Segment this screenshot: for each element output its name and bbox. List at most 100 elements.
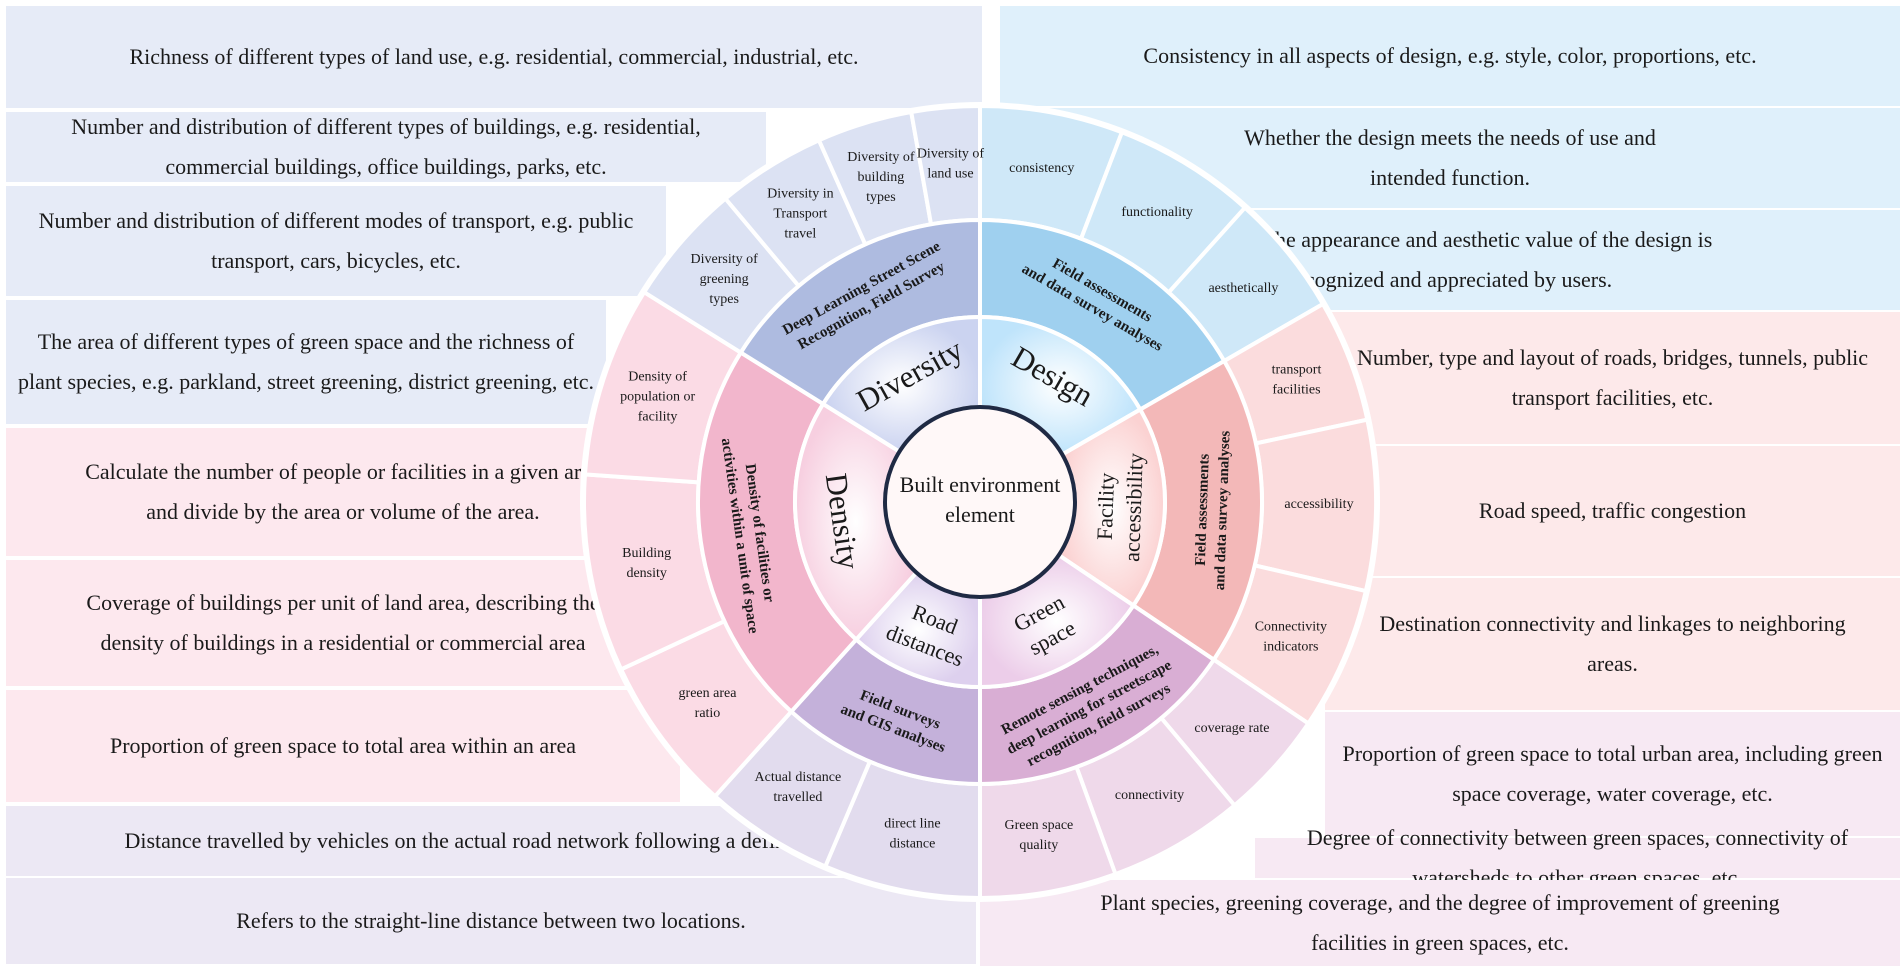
category-label-line: accessibility xyxy=(1119,453,1148,563)
indicator-label-line: distance xyxy=(889,836,935,851)
indicator-description-panel: Number and distribution of different mod… xyxy=(6,186,666,296)
indicator-label-line: types xyxy=(866,190,896,205)
indicator-description-panel: Coverage of buildings per unit of land a… xyxy=(6,560,680,686)
indicator-label-line: Building xyxy=(622,546,671,561)
description-line: Whether the design meets the needs of us… xyxy=(1244,125,1656,150)
indicator-label-line: Transport xyxy=(773,207,827,222)
indicator-label-line: aesthetically xyxy=(1208,281,1278,296)
indicator-label: accessibility xyxy=(1284,497,1353,512)
description-line: Road speed, traffic congestion xyxy=(1478,498,1747,523)
indicator-description-panel: Number, type and layout of roads, bridge… xyxy=(1325,312,1900,444)
indicator-description: Richness of different types of land use,… xyxy=(129,37,858,77)
description-line: Richness of different types of land use,… xyxy=(129,44,859,69)
description-line: recognized and appreciated by users. xyxy=(1287,267,1613,292)
indicator-label: Connectivity indicators xyxy=(1255,619,1327,654)
indicator-label-line: ratio xyxy=(695,706,721,721)
center-circle xyxy=(883,405,1077,599)
indicator-label-line: Green space xyxy=(1004,818,1073,833)
indicator-label-line: Actual distance xyxy=(755,770,842,785)
indicator-description-panel: Destination connectivity and linkages to… xyxy=(1325,578,1900,710)
description-line: Number, type and layout of roads, bridge… xyxy=(1356,345,1869,370)
indicator-label-line: travelled xyxy=(773,790,822,805)
indicator-label: aesthetically xyxy=(1208,281,1278,296)
indicator-label: Building density xyxy=(622,546,671,581)
indicator-description-panel: Plant species, greening coverage, and th… xyxy=(980,880,1900,966)
indicator-label-line: green area xyxy=(679,686,738,701)
indicator-description: Calculate the number of people or facili… xyxy=(85,452,601,532)
category-label-line: Facility xyxy=(1092,472,1119,540)
description-line: Consistency in all aspects of design, e.… xyxy=(1143,43,1757,68)
center-label-line: Built environment xyxy=(900,472,1061,497)
indicator-description: Number and distribution of different typ… xyxy=(71,107,701,187)
description-line: facilities in green spaces, etc. xyxy=(1311,930,1569,955)
description-line: Degree of connectivity between green spa… xyxy=(1306,825,1849,850)
indicator-label-line: density xyxy=(626,566,666,581)
indicator-description: Destination connectivity and linkages to… xyxy=(1379,604,1845,684)
description-line: Calculate the number of people or facili… xyxy=(85,459,601,484)
indicator-label-line: Diversity of xyxy=(691,252,759,267)
description-line: Proportion of green space to total urban… xyxy=(1342,741,1883,766)
indicator-label-line: Diversity of xyxy=(847,150,915,165)
indicator-label-line: connectivity xyxy=(1115,788,1184,803)
indicator-label: coverage rate xyxy=(1194,721,1269,736)
indicator-label: consistency xyxy=(1009,161,1074,176)
indicator-label-line: Connectivity xyxy=(1255,619,1327,634)
indicator-label-line: types xyxy=(709,292,739,307)
indicator-label-line: greening xyxy=(700,272,749,287)
center-label-line: element xyxy=(945,502,1015,527)
indicator-label-line: functionality xyxy=(1121,205,1193,220)
description-line: Refers to the straight-line distance bet… xyxy=(236,908,746,933)
indicator-label: Green space quality xyxy=(1004,818,1073,853)
indicator-label: green area ratio xyxy=(679,686,738,721)
description-line: transport facilities, etc. xyxy=(1511,385,1714,410)
indicator-label: connectivity xyxy=(1115,788,1184,803)
indicator-description: Consistency in all aspects of design, e.… xyxy=(1143,36,1756,76)
indicator-label: Diversity of land use xyxy=(917,147,985,182)
indicator-description: Proportion of green space to total urban… xyxy=(1342,734,1882,814)
indicator-description: Whether the design meets the needs of us… xyxy=(1244,118,1656,198)
indicator-label: Diversity of building types xyxy=(847,150,915,205)
indicator-label-line: Density of xyxy=(628,369,687,384)
description-line: space coverage, water coverage, etc. xyxy=(1452,781,1773,806)
indicator-label-line: building xyxy=(858,170,905,185)
description-line: commercial buildings, office buildings, … xyxy=(165,154,607,179)
indicator-description-panel: Refers to the straight-line distance bet… xyxy=(6,878,976,964)
indicator-label-line: quality xyxy=(1019,838,1058,853)
description-line: transport, cars, bicycles, etc. xyxy=(211,248,461,273)
indicator-label-line: indicators xyxy=(1263,639,1318,654)
indicator-label-line: accessibility xyxy=(1284,497,1353,512)
description-line: Proportion of green space to total area … xyxy=(109,733,577,758)
indicator-description-panel: Proportion of green space to total urban… xyxy=(1325,712,1900,836)
indicator-description: Number and distribution of different mod… xyxy=(39,201,634,281)
indicator-label-line: facilities xyxy=(1272,383,1320,398)
indicator-label-line: Diversity of xyxy=(917,147,985,162)
indicator-description: Refers to the straight-line distance bet… xyxy=(236,901,746,941)
indicator-description: Coverage of buildings per unit of land a… xyxy=(86,583,599,663)
description-line: The area of different types of green spa… xyxy=(37,329,575,354)
indicator-label-line: land use xyxy=(927,167,973,182)
indicator-label-line: consistency xyxy=(1009,161,1074,176)
indicator-label-line: travel xyxy=(784,227,816,242)
indicator-label-line: Diversity in xyxy=(767,187,834,202)
indicator-label-line: population or xyxy=(620,389,695,404)
description-line: areas. xyxy=(1587,651,1638,676)
indicator-description-panel: Richness of different types of land use,… xyxy=(6,6,982,108)
indicator-label-line: direct line xyxy=(884,816,940,831)
description-line: plant species, e.g. parkland, street gre… xyxy=(17,369,595,394)
description-line: Number and distribution of different mod… xyxy=(38,208,634,233)
method-label-line: Field assessments xyxy=(1193,453,1213,566)
indicator-description: Proportion of green space to total area … xyxy=(110,726,576,766)
indicator-label-line: coverage rate xyxy=(1194,721,1269,736)
indicator-description: The area of different types of green spa… xyxy=(18,322,594,402)
center-label: Built environment element xyxy=(900,472,1061,527)
indicator-label: Diversity in Transport travel xyxy=(767,187,834,242)
description-line: and divide by the area or volume of the … xyxy=(146,499,540,524)
description-line: Number and distribution of different typ… xyxy=(71,114,701,139)
indicator-description-panel: The area of different types of green spa… xyxy=(6,300,606,424)
